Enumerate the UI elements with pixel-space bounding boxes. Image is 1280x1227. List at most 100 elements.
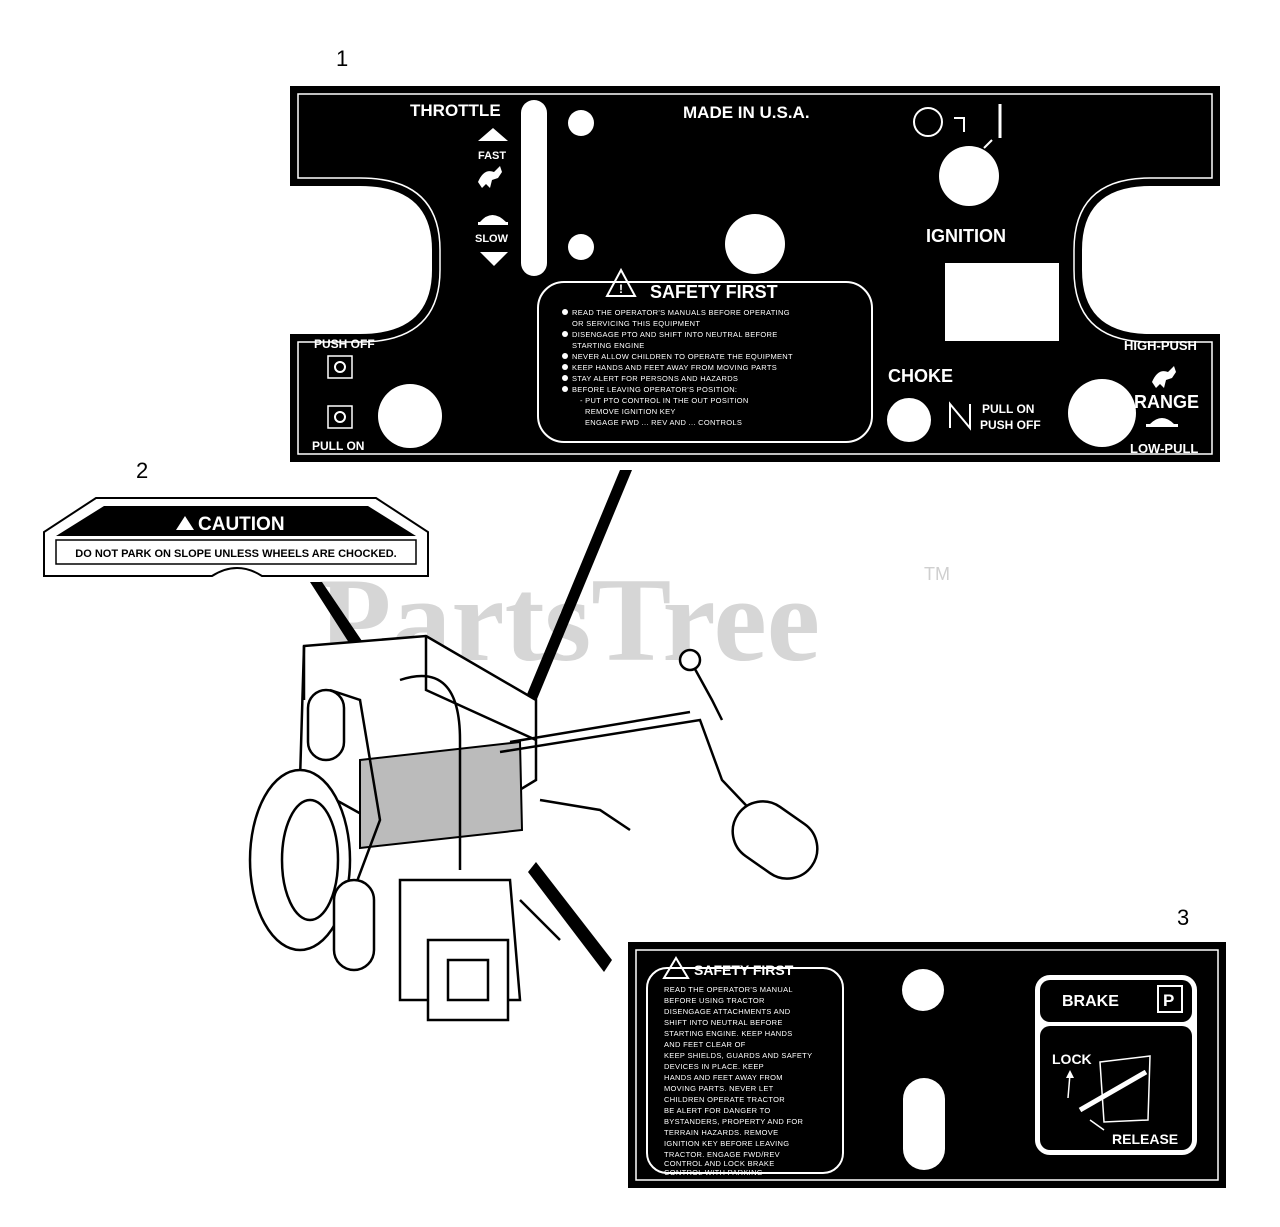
leader-line-1 — [506, 470, 632, 745]
brake-pedal-icon — [1099, 1055, 1151, 1123]
rabbit-icon — [478, 166, 502, 188]
right-handle-bar — [499, 718, 761, 821]
decal-3-safety-line: DISENGAGE ATTACHMENTS AND — [664, 1007, 791, 1016]
pto-knob-hole — [378, 384, 442, 448]
decal-3-safety-line: DEVICES IN PLACE. KEEP — [664, 1062, 764, 1071]
right-grip — [731, 800, 819, 880]
brake-release-label: RELEASE — [1112, 1131, 1178, 1147]
right-handle-bar-edge — [509, 710, 691, 744]
warning-icon-mark: ! — [619, 282, 623, 296]
made-in-label: MADE IN U.S.A. — [683, 103, 810, 122]
safety-line: ENGAGE FWD ... REV AND ... CONTROLS — [585, 418, 742, 427]
safety-line: REMOVE IGNITION KEY — [585, 407, 676, 416]
safety-line: - PUT PTO CONTROL IN THE OUT POSITION — [580, 396, 749, 405]
safety-line: STAY ALERT FOR PERSONS AND HAZARDS — [572, 374, 738, 383]
decal-3-safety-line: BE ALERT FOR DANGER TO — [664, 1106, 771, 1115]
left-handle-bar — [329, 688, 382, 901]
slow-label: SLOW — [475, 233, 509, 245]
tractor-side-lever — [539, 798, 631, 832]
decal-3-safety-line: STARTING ENGINE. KEEP HANDS — [664, 1029, 793, 1038]
turtle-icon — [1146, 418, 1178, 427]
safety-line: DISENGAGE PTO AND SHIFT INTO NEUTRAL BEF… — [572, 330, 778, 339]
choke-pull-on: PULL ON — [982, 402, 1034, 416]
pto-push-off-label: PUSH OFF — [314, 337, 375, 351]
hitch-bracket — [426, 938, 510, 1022]
decal-3-slot — [903, 1078, 945, 1170]
pto-gear-icon — [334, 411, 346, 423]
control-lever-knob — [678, 648, 702, 672]
leader-line-3 — [528, 862, 612, 972]
tractor-illustration — [248, 634, 819, 1022]
decal-caution: CAUTION DO NOT PARK ON SLOPE UNLESS WHEE… — [43, 497, 429, 577]
throttle-slot — [521, 100, 547, 276]
decal-3-safety-title: SAFETY FIRST — [694, 962, 794, 978]
choke-push-off: PUSH OFF — [980, 418, 1041, 432]
pto-pull-on-label: PULL ON — [312, 439, 364, 453]
pto-on-icon — [327, 405, 353, 429]
decal-3-safety-line: CHILDREN OPERATE TRACTOR — [664, 1095, 785, 1104]
safety-line: NEVER ALLOW CHILDREN TO OPERATE THE EQUI… — [572, 352, 793, 361]
decal-2-header — [56, 506, 416, 536]
decal-3-safety-line: AND FEET CLEAR OF — [664, 1040, 746, 1049]
ignition-switch-cutout — [945, 263, 1059, 341]
safety-line: KEEP HANDS AND FEET AWAY FROM MOVING PAR… — [572, 363, 777, 372]
tractor-hood-edge — [302, 636, 537, 742]
fast-label: FAST — [478, 150, 506, 162]
callout-2: 2 — [136, 458, 148, 483]
safety-line: STARTING ENGINE — [572, 341, 645, 350]
safety-box — [537, 281, 873, 443]
callout-3: 3 — [1177, 905, 1189, 930]
low-pull-label: LOW-PULL — [1130, 441, 1198, 456]
arrow-down-icon — [480, 252, 508, 266]
safety-title: SAFETY FIRST — [650, 282, 778, 302]
arrow-up-icon-head — [1066, 1070, 1074, 1078]
left-grip-top — [306, 688, 346, 762]
choke-label: CHOKE — [888, 366, 953, 386]
pto-gear-icon — [334, 361, 346, 373]
decal-3-border — [635, 949, 1219, 1181]
tractor-wheel — [248, 768, 352, 952]
decal-3-safety-line: CONTROL AND LOCK BRAKE — [664, 1159, 775, 1168]
warning-icon — [605, 267, 637, 297]
watermark-tm: TM — [924, 564, 950, 584]
decal-3-safety-line: CONTROL WITH PARKING — [664, 1168, 763, 1177]
decal-control-panel: THROTTLE FAST SLOW MADE IN U.S.A. IGNITI… — [290, 86, 1220, 462]
park-icon-box — [1157, 985, 1183, 1013]
center-knob-hole — [725, 214, 785, 274]
brake-label: BRAKE — [1062, 993, 1119, 1010]
safety-bullets — [562, 309, 568, 392]
arrow-up-icon — [478, 128, 508, 141]
decal-3-safety-line: SHIFT INTO NEUTRAL BEFORE — [664, 1018, 783, 1027]
decal-3-safety-line: READ THE OPERATOR'S MANUAL — [664, 985, 793, 994]
decal-3-safety-line: HANDS AND FEET AWAY FROM — [664, 1073, 783, 1082]
park-icon: P — [1163, 991, 1174, 1010]
safety-line: READ THE OPERATOR'S MANUALS BEFORE OPERA… — [572, 308, 790, 317]
high-push-label: HIGH-PUSH — [1124, 338, 1197, 353]
brake-lock-label: LOCK — [1052, 1051, 1092, 1067]
ignition-off-icon — [913, 107, 943, 137]
decal-2-message-box — [55, 539, 417, 565]
decal-3-safety-line: BEFORE USING TRACTOR — [664, 996, 765, 1005]
rabbit-icon — [1152, 366, 1176, 388]
decal-3-safety-line: BYSTANDERS, PROPERTY AND FOR — [664, 1117, 804, 1126]
arrow-down-icon — [1089, 1119, 1105, 1131]
range-label: RANGE — [1134, 392, 1199, 412]
tractor-wheel-rim — [280, 798, 340, 922]
caution-label: CAUTION — [198, 514, 285, 535]
tractor-linkage — [519, 899, 561, 941]
left-grip-bottom — [332, 878, 376, 972]
turtle-icon — [478, 215, 508, 225]
decal-3-safety-line: KEEP SHIELDS, GUARDS AND SAFETY — [664, 1051, 812, 1060]
ignition-run-icon — [954, 117, 965, 132]
brake-lever-icon — [1078, 1069, 1148, 1113]
throttle-label: THROTTLE — [410, 101, 501, 120]
brake-header — [1040, 980, 1192, 1022]
control-lever — [688, 659, 724, 721]
center-handle-bar — [399, 674, 462, 870]
decal-3-safety-line: TERRAIN HAZARDS. REMOVE — [664, 1128, 778, 1137]
hitch-slot — [446, 958, 490, 1002]
decal-3-safety-box — [646, 967, 844, 1174]
decal-3-mount-hole — [902, 969, 944, 1011]
caution-message: DO NOT PARK ON SLOPE UNLESS WHEELS ARE C… — [75, 548, 396, 560]
